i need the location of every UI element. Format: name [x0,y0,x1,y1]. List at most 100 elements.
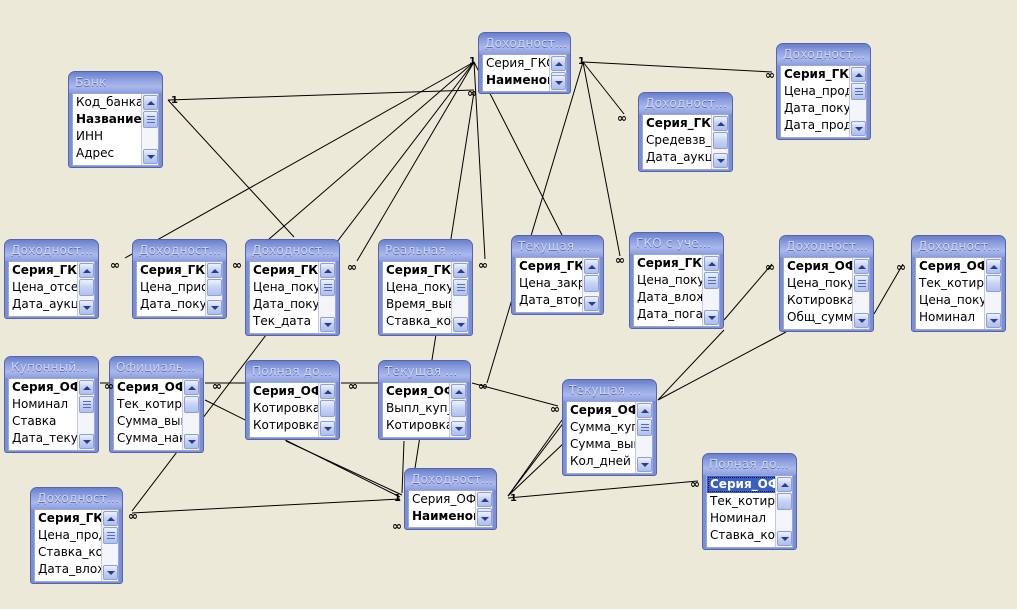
field-item[interactable]: Серия_ОФЗ [12,380,91,394]
field-list-scrollbar[interactable] [549,55,566,91]
field-list-scrollbar[interactable] [775,476,792,547]
field-item[interactable]: Цена_продаж [38,528,118,542]
table-title-bank[interactable]: Банк [69,72,162,93]
field-list-scrollbar[interactable] [702,255,719,326]
scroll-thumb[interactable] [704,272,719,289]
field-item[interactable]: Тек_дата [253,314,311,328]
scroll-up-arrow-icon[interactable] [851,67,866,82]
field-item[interactable]: Цена_покупк [386,280,468,294]
table-title-r3d[interactable]: Текущая ... [379,361,470,382]
table-title-r2d[interactable]: Реальная ... [379,240,472,261]
scroll-up-arrow-icon[interactable] [320,384,335,399]
table-title-gko_main[interactable]: Доходност... [479,33,570,54]
scroll-up-arrow-icon[interactable] [453,263,468,278]
field-item[interactable]: Цена_продаж [784,84,866,98]
field-item[interactable]: Серия_ОФЗ [919,259,998,273]
scroll-up-arrow-icon[interactable] [704,256,719,271]
field-list-scrollbar[interactable] [451,262,468,333]
table-title-r2h[interactable]: Доходност... [912,236,1005,257]
scroll-down-arrow-icon[interactable] [207,300,222,315]
field-item[interactable]: Наименовани [412,509,492,523]
field-item[interactable]: Цена_покупк [919,293,1001,307]
table-window-b2[interactable]: Доходност...Серия_ОФЗНаименовани [404,468,497,530]
scroll-up-arrow-icon[interactable] [79,263,94,278]
table-title-b3[interactable]: Полная до... [703,454,796,475]
field-item[interactable]: Цена_покупк [787,276,869,290]
scroll-down-arrow-icon[interactable] [851,121,866,136]
field-item[interactable]: Выпл_куп_до [386,401,466,415]
scroll-thumb[interactable] [584,275,599,292]
field-list-scrollbar[interactable] [318,262,335,333]
scroll-down-arrow-icon[interactable] [79,434,94,449]
scroll-down-arrow-icon[interactable] [777,531,792,546]
field-item[interactable]: ИНН [76,129,104,143]
field-item[interactable]: Серия_ОФЗ [707,476,792,493]
scroll-thumb[interactable] [713,132,728,149]
scroll-up-arrow-icon[interactable] [477,492,492,507]
field-list-scrollbar[interactable] [449,383,466,437]
field-item[interactable]: Цена_закрыт [519,276,599,290]
table-title-gko_tr[interactable]: Доходност... [777,44,870,65]
scroll-thumb[interactable] [320,400,335,417]
scroll-down-arrow-icon[interactable] [637,457,652,472]
field-item[interactable]: Ставка_коми [710,528,792,542]
field-item[interactable]: Средевзв_це [646,133,728,147]
field-item[interactable]: Серия_ГКО [140,263,216,277]
scroll-up-arrow-icon[interactable] [451,384,466,399]
field-item[interactable]: Адрес [76,146,115,160]
scroll-up-arrow-icon[interactable] [207,263,222,278]
table-title-r2e[interactable]: Текущая ... [512,236,603,257]
scroll-up-arrow-icon[interactable] [854,259,869,274]
field-item[interactable]: Дата_продаж [784,118,866,132]
field-item[interactable]: Номинал [710,511,767,525]
field-item[interactable]: Ставка_коми [38,545,118,559]
field-list-scrollbar[interactable] [77,262,94,316]
field-list-scrollbar[interactable] [101,510,118,581]
field-item[interactable]: Серия_ОФЗ [253,384,332,398]
field-item[interactable]: Серия_ГКО [12,263,88,277]
field-item[interactable]: Дата_аукцио [12,297,94,311]
field-item[interactable]: Номинал [12,397,69,411]
scroll-thumb[interactable] [986,275,1001,292]
scroll-down-arrow-icon[interactable] [584,296,599,311]
scroll-thumb[interactable] [453,279,468,296]
field-item[interactable]: Цена_покупк [637,273,719,287]
scroll-thumb[interactable] [207,279,222,296]
field-item[interactable]: Сумма_выпл_ [117,414,199,428]
field-item[interactable]: Серия_ГКО [637,256,713,270]
field-item[interactable]: Номинал [919,310,976,324]
table-window-gko_main[interactable]: Доходност...Серия_ГКОНаименовани [478,32,571,94]
field-item[interactable]: Дата_вложен [637,290,719,304]
scroll-thumb[interactable] [184,396,199,413]
scroll-up-arrow-icon[interactable] [79,380,94,395]
table-title-r3a[interactable]: Купонный... [5,357,98,378]
scroll-thumb[interactable] [851,83,866,100]
field-list-scrollbar[interactable] [318,383,335,437]
field-item[interactable]: Наименовани [486,73,566,87]
table-title-gko_auk[interactable]: Доходност... [639,93,732,114]
field-item[interactable]: Серия_ГКО [386,263,462,277]
field-item[interactable]: Кол_дней [570,454,631,468]
field-item[interactable]: Время_вывод [386,297,468,311]
field-item[interactable]: Дата_втор_т [519,293,599,307]
scroll-down-arrow-icon[interactable] [477,511,492,526]
field-list-scrollbar[interactable] [852,258,869,329]
field-item[interactable]: Дата_покупк [784,101,866,115]
